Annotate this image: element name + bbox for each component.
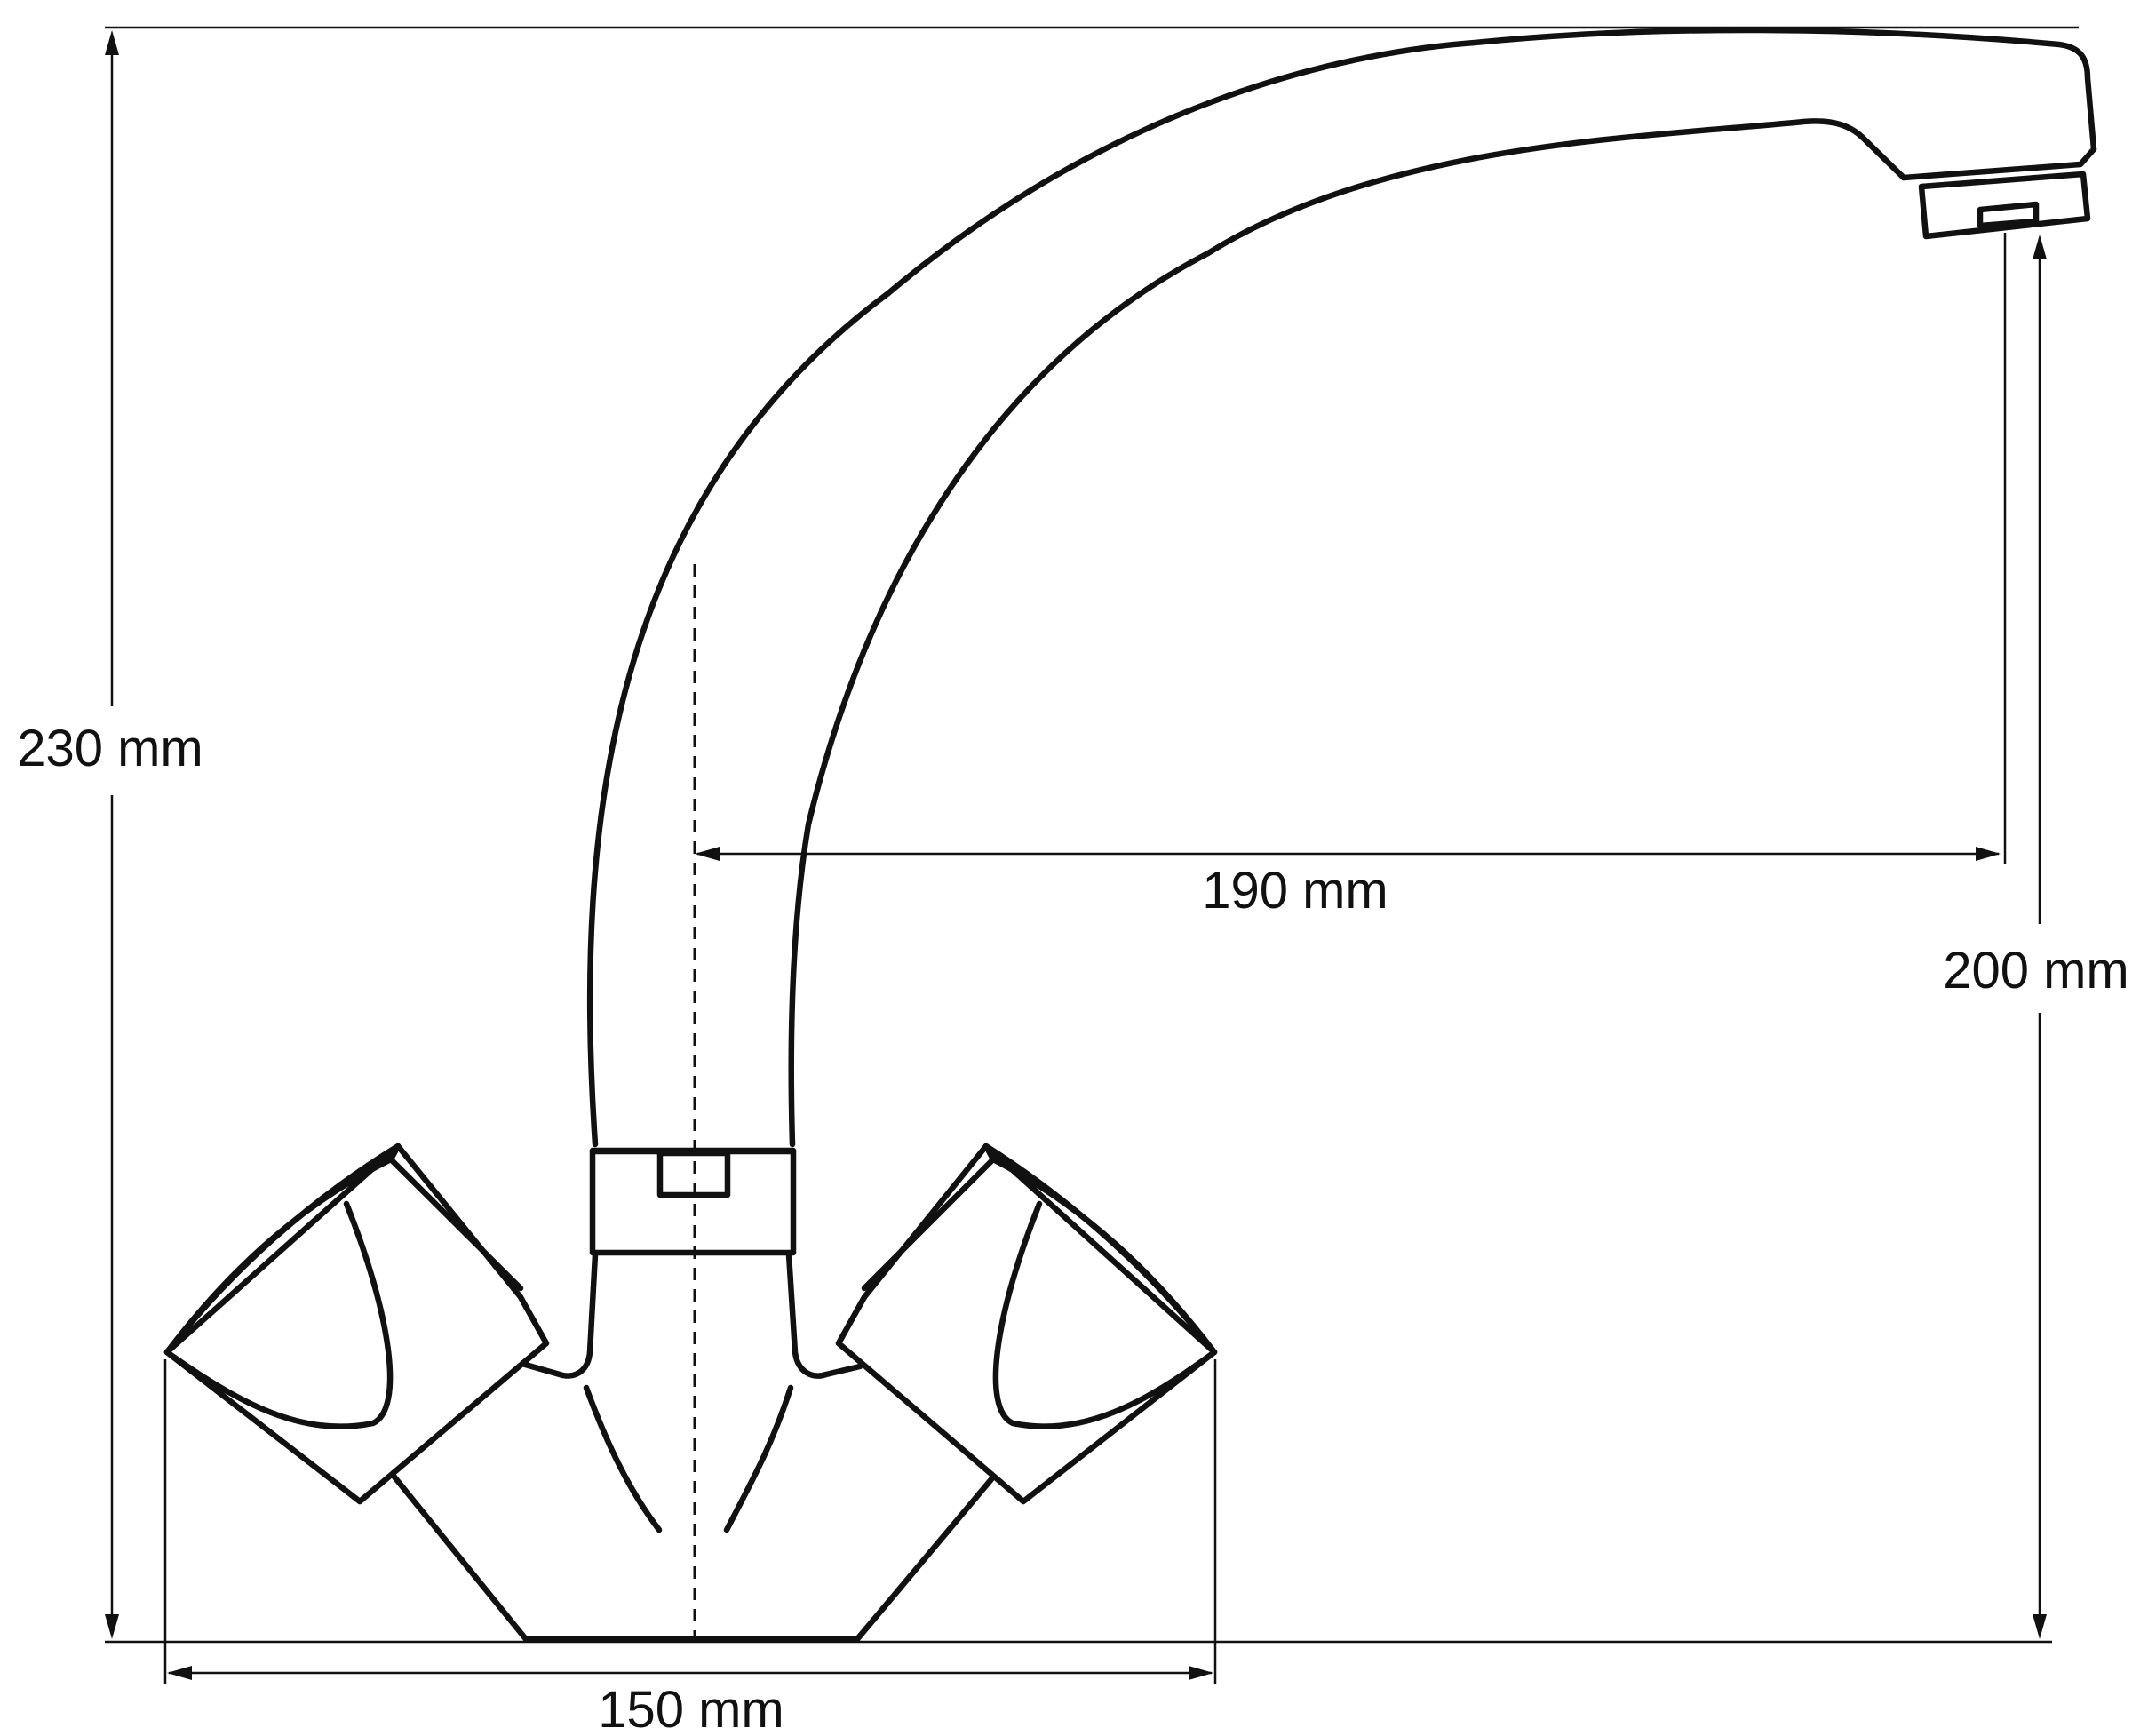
- spout-inner-edge: [788, 118, 1907, 1148]
- spout-outlet-bottom: [1900, 146, 2097, 181]
- body-left-taper: [389, 1471, 529, 1643]
- left-handle-grip: [163, 1200, 394, 1429]
- collar-notch: [656, 1150, 731, 1198]
- neck-right: [785, 1251, 863, 1379]
- aerator: [1918, 171, 2091, 240]
- left-handle-facet: [163, 1156, 394, 1356]
- spout-height-arrow-bottom: [2033, 1614, 2047, 1639]
- height-arrow-top: [105, 30, 119, 55]
- body-right-taper: [854, 1476, 995, 1643]
- neck-left: [519, 1251, 599, 1379]
- spout: [586, 27, 2097, 1148]
- base-width-label: 150 mm: [598, 1681, 784, 1736]
- right-handle-grip: [992, 1200, 1218, 1429]
- spout-outer-edge: [586, 27, 2097, 1148]
- body-highlight-left: [583, 1384, 663, 1533]
- right-handle: [835, 1143, 1218, 1505]
- spout-reach-label: 190 mm: [1202, 862, 1388, 920]
- collar-body: [589, 1147, 797, 1256]
- aerator-slot: [1977, 201, 2040, 229]
- height-arrow-bottom: [105, 1614, 119, 1639]
- total-height-label: 230 mm: [17, 720, 203, 777]
- left-handle: [163, 1143, 550, 1505]
- reach-arrow-right: [1976, 847, 2001, 861]
- right-handle-facet: [990, 1156, 1218, 1356]
- reach-arrow-left: [695, 847, 720, 861]
- body-highlight-right: [723, 1384, 794, 1533]
- dimension-lines: 230 mm 190 mm 200 mm 150 mm: [17, 26, 2129, 1736]
- right-handle-outline: [835, 1143, 1218, 1505]
- width-arrow-right: [1189, 1666, 1213, 1680]
- spout-height-arrow-top: [2033, 235, 2047, 259]
- width-arrow-left: [167, 1666, 192, 1680]
- left-handle-outline: [163, 1143, 550, 1505]
- faucet-body: [389, 1251, 995, 1643]
- swivel-collar: [589, 1147, 797, 1256]
- spout-height-label: 200 mm: [1943, 942, 2129, 999]
